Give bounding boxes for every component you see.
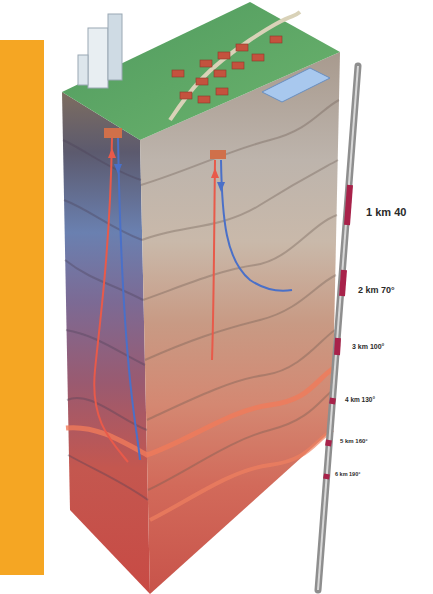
scale-rod (318, 66, 358, 590)
depth-label: 5 km 160° (338, 438, 370, 445)
block-top-face (62, 2, 340, 140)
depth-label: 3 km 100° (350, 343, 386, 351)
scale-marks (326, 185, 350, 479)
depth-label: 4 km 130° (343, 396, 377, 403)
depth-label: 6 km 190° (333, 471, 362, 477)
side-panel (0, 40, 44, 575)
block-right-face (140, 52, 340, 594)
block-left-face (62, 92, 150, 594)
depth-label: 1 km 40 (364, 206, 408, 218)
depth-label: 2 km 70° (356, 286, 397, 296)
